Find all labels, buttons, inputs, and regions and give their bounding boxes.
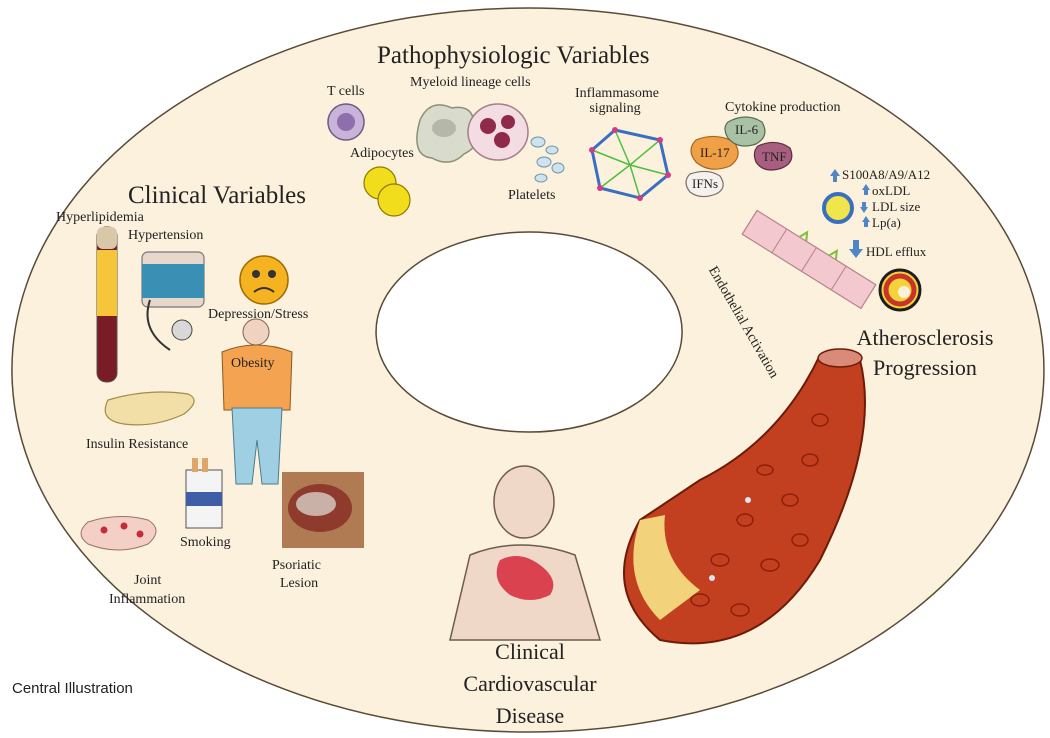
atherosclerosis-label: Atherosclerosis: [856, 325, 994, 350]
pancreas-icon: [104, 391, 195, 426]
ldl-particle-icon: [822, 192, 854, 224]
platelets-label: Platelets: [508, 188, 556, 203]
myeloid-label: Myeloid lineage cells: [410, 75, 531, 90]
inflammasome-icon: [589, 127, 671, 201]
clinical-variables-title: Clinical Variables: [128, 182, 306, 209]
outcome-line-3: Disease: [495, 703, 565, 728]
ifns-label: IFNs: [692, 176, 719, 191]
blood-pressure-cuff-icon: [141, 251, 205, 351]
hdl-efflux-label: HDL efflux: [866, 244, 927, 259]
chest-pain-patient-icon: [449, 465, 602, 641]
psoriatic-lesion-photo: [282, 472, 364, 548]
inflammasome-label: Inflammasome signaling: [575, 86, 659, 117]
psoriatic-label: Psoriatic: [272, 558, 321, 573]
t-cells-label: T cells: [327, 84, 365, 99]
il6-blob: [724, 116, 766, 147]
plaque-cross-section-icon: [878, 268, 922, 312]
adipocytes-label: Adipocytes: [350, 146, 414, 161]
il17-label: IL-17: [700, 145, 730, 160]
pathophysiologic-title: Pathophysiologic Variables: [377, 42, 650, 69]
blood-tube-icon: [96, 226, 118, 383]
obese-person-icon: [221, 318, 293, 485]
tnf-label: TNF: [762, 149, 787, 164]
artery-icon: [623, 348, 866, 645]
adipocyte-icon: [363, 166, 411, 217]
t-cell-icon: [327, 103, 365, 141]
cytokine-production-label: Cytokine production: [725, 100, 841, 115]
progression-label: Progression: [873, 355, 977, 380]
s100-label: S100A8/A9/A12: [842, 167, 931, 182]
oxldl-label: oxLDL: [872, 183, 911, 198]
neutrophil-icon: [467, 103, 529, 161]
platelet-icon: [530, 136, 565, 183]
cigarette-pack-icon: [185, 458, 223, 529]
inflammation-label: Inflammation: [109, 592, 186, 607]
tnf-blob: [753, 141, 793, 171]
hyperlipidemia-label: Hyperlipidemia: [56, 210, 144, 225]
ifn-blob: [685, 170, 724, 198]
obesity-label: Obesity: [231, 356, 275, 371]
ldl-size-label: LDL size: [872, 199, 921, 214]
inflamed-hand-icon: [80, 516, 157, 551]
il17-blob: [690, 135, 739, 170]
smoking-label: Smoking: [180, 535, 231, 550]
hypertension-label: Hypertension: [128, 228, 204, 243]
outcome-line-1: Clinical: [495, 639, 565, 664]
endothelium-icon: [741, 209, 877, 310]
joint-label: Joint: [134, 573, 162, 588]
figure-caption: Central Illustration: [12, 680, 133, 697]
il6-label: IL-6: [735, 122, 759, 137]
insulin-resistance-label: Insulin Resistance: [86, 437, 189, 452]
lpa-label: Lp(a): [872, 215, 901, 230]
depression-label: Depression/Stress: [208, 307, 309, 322]
stressed-face-icon: [239, 255, 289, 305]
outcome-line-2: Cardiovascular: [463, 671, 597, 696]
lesion-label: Lesion: [280, 576, 319, 591]
blue-arrow-icon: [830, 169, 870, 258]
